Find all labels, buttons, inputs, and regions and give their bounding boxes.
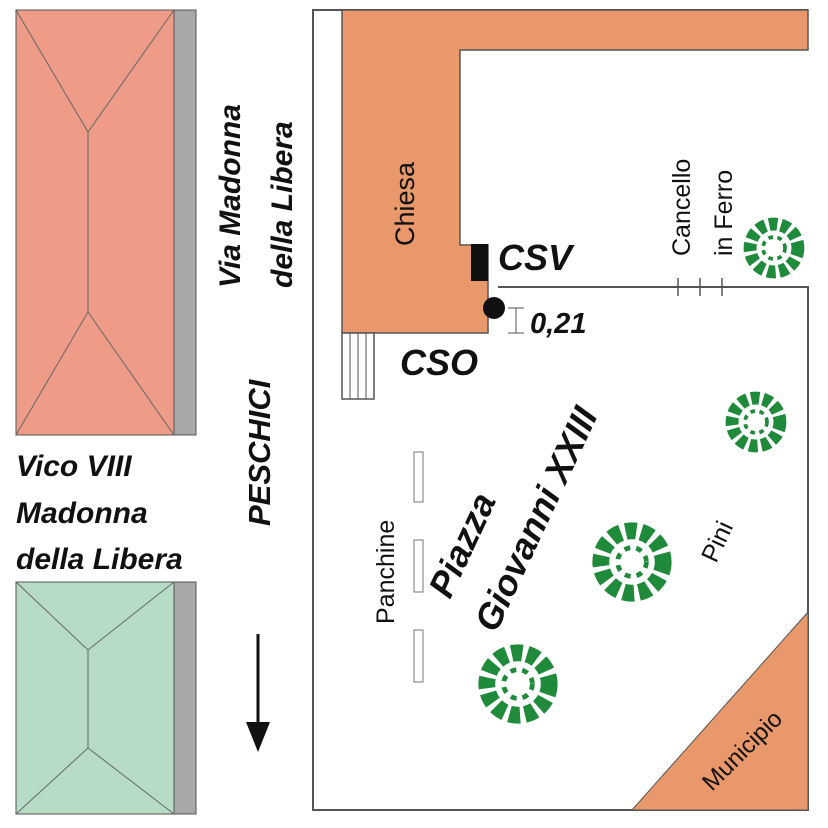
via-label-line2: della Libera: [266, 121, 299, 288]
tree-icon: [601, 531, 663, 593]
cso-label: CSO: [400, 342, 478, 383]
chiesa-label: Chiesa: [390, 161, 420, 246]
cancello-label-line2: in Ferro: [710, 170, 738, 256]
gate-icon: [677, 278, 723, 296]
tree-icon: [732, 398, 780, 446]
distance-marker: [508, 307, 524, 334]
church-building: [341, 9, 809, 334]
steps-icon: [341, 332, 375, 400]
csv-label: CSV: [498, 237, 575, 278]
via-label-line1: Via Madonna: [214, 104, 247, 288]
town-label: PESCHICI: [242, 378, 277, 526]
csv-marker: [471, 244, 488, 281]
building-red-roof: [15, 9, 197, 436]
distance-label: 0,21: [530, 308, 586, 340]
municipio-building: [630, 610, 809, 811]
pini-label: Pini: [696, 517, 739, 567]
bench-icon: [413, 629, 424, 683]
tree-icon: [750, 224, 798, 272]
cso-marker: [483, 297, 505, 319]
building-green-roof: [15, 581, 197, 815]
cancello-label-line1: Cancello: [668, 159, 696, 256]
vico-label-line3: della Libera: [16, 543, 183, 576]
bench-icon: [413, 539, 424, 593]
north-arrow-icon: [246, 634, 270, 752]
vico-label-line2: Madonna: [16, 497, 148, 530]
tree-icon: [487, 653, 549, 715]
panchine-label: Panchine: [372, 520, 400, 624]
bench-icon: [413, 451, 424, 503]
vico-label-line1: Vico VIII: [16, 450, 132, 483]
